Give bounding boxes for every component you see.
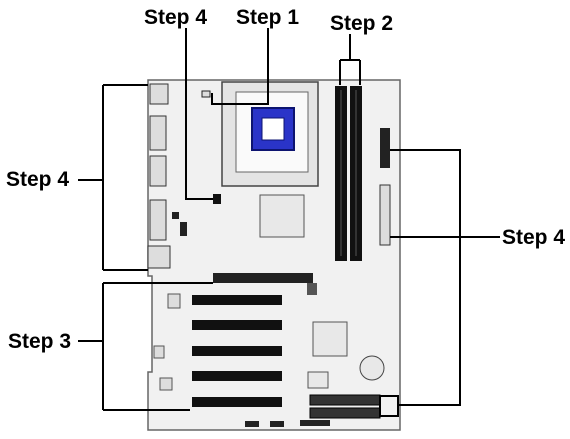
small-chip-left (167, 293, 181, 309)
pci-slot-2 (192, 320, 282, 330)
agp-latch (307, 283, 317, 295)
battery (359, 355, 385, 381)
callout-step3-left (78, 282, 213, 411)
bios-chip (307, 371, 329, 389)
label-step1-top: Step 1 (236, 6, 300, 29)
small-chip-left-3 (159, 377, 173, 391)
ide-connector-small (380, 128, 390, 168)
ide-connector-2 (309, 407, 381, 419)
header-bottom-2 (270, 421, 284, 427)
ide-connector-1 (309, 394, 381, 406)
northbridge-chip (259, 194, 305, 238)
io-serial-port (149, 155, 167, 187)
io-parallel-port (149, 115, 167, 151)
pci-slot-3 (192, 346, 282, 356)
label-step4-top: Step 4 (144, 6, 208, 29)
io-usb-port (149, 199, 167, 241)
cpu-fan-header (201, 90, 211, 98)
callout-lines (78, 28, 500, 417)
floppy-connector (300, 420, 330, 426)
small-jumper-2 (180, 222, 187, 236)
callout-step4-left (78, 84, 148, 271)
small-jumper (172, 212, 179, 219)
io-ps2-port (149, 83, 169, 105)
southbridge-chip (312, 321, 348, 357)
atx-power-connector (379, 184, 391, 246)
cpu-socket-center (261, 117, 285, 141)
jumper-component (213, 194, 221, 204)
io-audio-port (147, 245, 171, 269)
label-step3-left: Step 3 (8, 330, 72, 353)
pci-slot-4 (192, 371, 282, 381)
callout-step4-right-box (379, 395, 399, 417)
header-bottom-1 (245, 421, 259, 427)
pci-slot-1 (192, 295, 282, 305)
callout-step1 (211, 28, 269, 105)
label-step4-right: Step 4 (502, 226, 566, 249)
callout-step4-right (390, 149, 500, 406)
label-step4-left: Step 4 (6, 168, 70, 191)
small-chip-left-2 (153, 345, 165, 359)
label-step2-top: Step 2 (330, 12, 394, 35)
agp-slot (213, 273, 313, 283)
pci-slot-5 (192, 397, 282, 407)
callout-step4-top (185, 28, 213, 200)
callout-step2 (339, 34, 361, 85)
